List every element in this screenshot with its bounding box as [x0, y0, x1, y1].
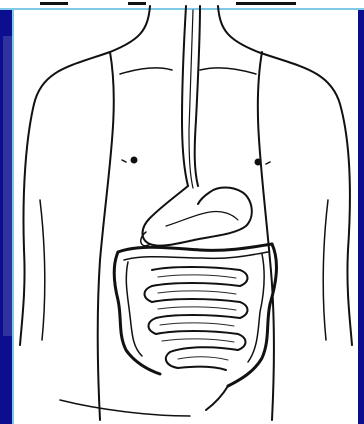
stomach-outline [143, 186, 252, 246]
right-clavicle [200, 68, 256, 74]
right-inner-arm-line [258, 52, 274, 420]
ascending-colon-inner [126, 262, 142, 356]
stomach-inner-fold [166, 211, 238, 226]
esophagus-tube-right [195, 6, 200, 186]
small-intestine-loops [145, 267, 248, 370]
esophagus-tube-left [182, 6, 188, 186]
left-clavicle [120, 68, 172, 74]
lower-hip-line [60, 400, 190, 416]
torso-outline-right [218, 6, 352, 345]
left-waist-line [40, 200, 45, 340]
right-waist-line [323, 200, 328, 340]
rectum [206, 386, 228, 410]
transverse-colon [118, 244, 272, 252]
transverse-colon-inner [124, 252, 268, 260]
descending-colon [228, 244, 276, 386]
torso-outline [20, 6, 150, 345]
right-nipple [256, 160, 261, 165]
left-inner-arm-line [98, 52, 114, 420]
esophagus-inner-line [189, 10, 193, 188]
descending-colon-inner [248, 254, 264, 362]
left-nipple [132, 158, 137, 163]
